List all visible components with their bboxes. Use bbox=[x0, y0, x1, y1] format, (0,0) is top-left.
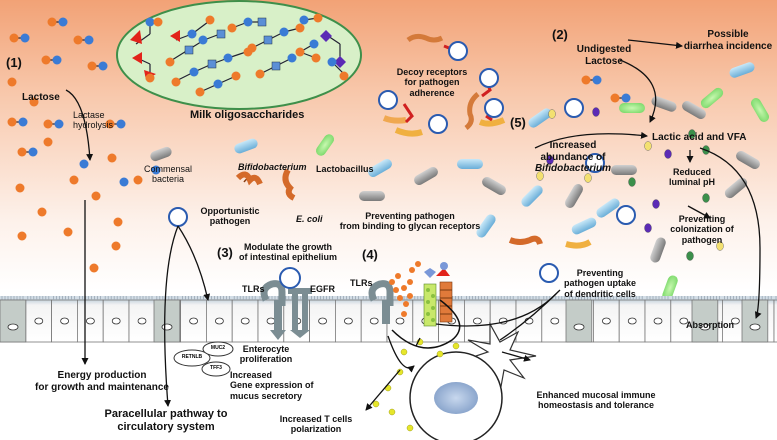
legend-bacteria bbox=[150, 134, 335, 201]
lactobacillus-label: Lactobacillus bbox=[316, 164, 374, 174]
lactose-label: Lactose bbox=[22, 92, 60, 103]
lactose-molecules bbox=[7, 17, 631, 157]
intestinal-epithelium bbox=[0, 296, 777, 343]
bifidobacterium-legend-label: Bifidobacterium bbox=[238, 162, 307, 172]
mucus-gene-ellipses bbox=[173, 341, 234, 377]
receptor-structures bbox=[260, 261, 461, 349]
milk-oligosaccharide-ellipse bbox=[116, 0, 362, 110]
cytokine-dots bbox=[372, 338, 460, 432]
retnlb-label: RETNLB bbox=[181, 354, 203, 360]
muc2-label: MUC2 bbox=[210, 345, 226, 351]
step-1-label: (1) bbox=[6, 55, 22, 70]
bacteria-rods bbox=[359, 62, 769, 301]
step-5-label: (5) bbox=[510, 115, 526, 130]
step-4-label: (4) bbox=[362, 247, 378, 262]
tff3-label: TFF3 bbox=[210, 365, 222, 371]
t-cell-nucleus bbox=[434, 382, 478, 414]
ecoli-label: E. coli bbox=[296, 214, 323, 224]
milk-oligosaccharides-label: Milk oligosaccharides bbox=[190, 109, 305, 121]
step-3-label: (3) bbox=[217, 245, 233, 260]
tlrs-mid-label: TLRs bbox=[350, 278, 373, 288]
vfa-particles bbox=[536, 107, 724, 261]
egfr-label: EGFR bbox=[310, 284, 336, 294]
lactic-acid-vfa-label: Lactic acid and VFA bbox=[652, 132, 747, 143]
step-2-label: (2) bbox=[552, 27, 568, 42]
oligosaccharide-structures bbox=[130, 13, 349, 97]
absorption-label: Absorption bbox=[686, 320, 734, 330]
oligo-pathogen-circles bbox=[168, 98, 636, 283]
right-pathogens bbox=[508, 235, 592, 249]
tlrs-left-label: TLRs bbox=[242, 284, 265, 294]
process-arrows bbox=[65, 39, 762, 411]
decoy-receptor-pathogens bbox=[378, 33, 506, 137]
monosaccharide-dots bbox=[7, 77, 161, 273]
